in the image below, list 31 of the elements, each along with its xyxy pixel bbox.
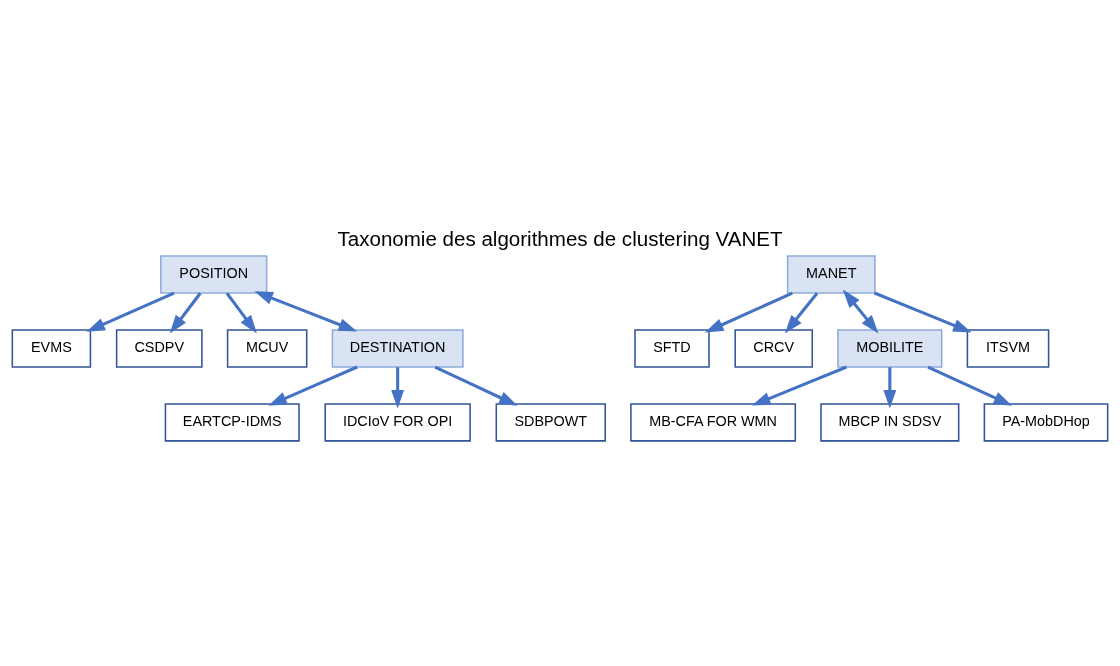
- node-box: SFTD: [634, 329, 710, 368]
- diagram-title: Taxonomie des algorithmes de clustering VANET: [337, 226, 783, 250]
- node-box: CRCV: [734, 329, 814, 368]
- arrow: [391, 367, 405, 409]
- node-box: POSITION: [160, 255, 268, 294]
- node-box: SDBPOWT: [495, 403, 606, 442]
- arrow: [784, 292, 819, 334]
- arrow: [434, 365, 518, 406]
- arrow: [169, 292, 202, 334]
- node-box: EARTCP-IDMS: [164, 403, 300, 442]
- arrow: [883, 367, 897, 409]
- node-box: ITSVM: [966, 329, 1050, 368]
- arrow: [268, 365, 358, 406]
- arrow: [86, 291, 175, 332]
- node-box: MCUV: [226, 329, 308, 368]
- arrow: [927, 365, 1013, 406]
- arrow: [873, 291, 972, 333]
- arrow: [225, 292, 257, 334]
- arrow: [704, 291, 793, 333]
- arrow: [751, 365, 848, 406]
- node-box: EVMS: [11, 329, 92, 368]
- node-box: IDCIoV FOR OPI: [324, 403, 471, 442]
- node-box: MB-CFA FOR WMN: [630, 403, 797, 442]
- arrow: [842, 289, 879, 334]
- node-box: DESTINATION: [331, 329, 464, 368]
- node-box: MOBILITE: [837, 329, 943, 368]
- node-box: PA-MobDHop: [983, 403, 1109, 442]
- node-box: MANET: [786, 255, 876, 294]
- node-box: CSDPV: [115, 329, 203, 368]
- node-box: MBCP IN SDSV: [820, 403, 960, 442]
- arrow: [254, 291, 358, 332]
